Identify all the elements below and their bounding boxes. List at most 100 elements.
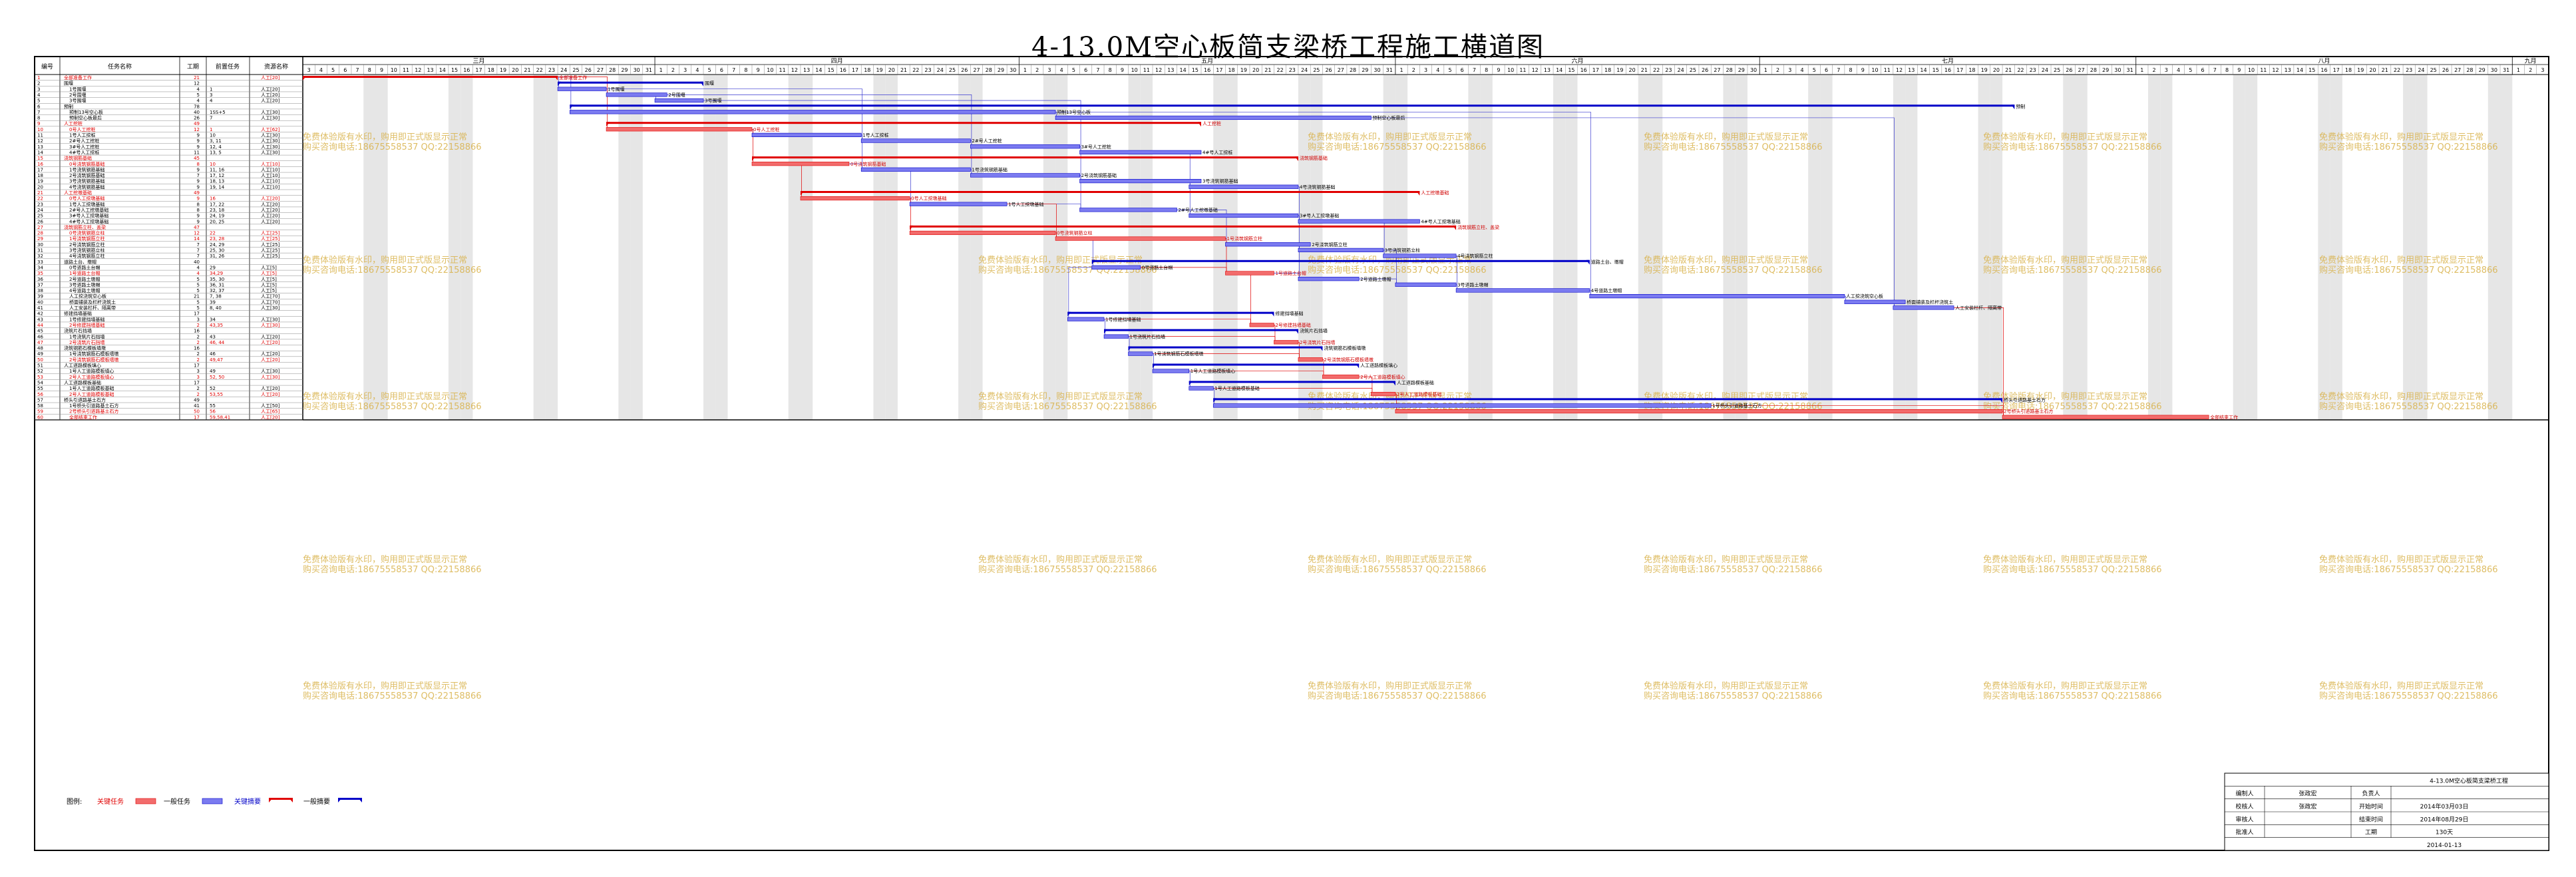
day-label: 11 [403,67,409,73]
cell-duration: 40 [194,260,200,265]
day-label: 5 [1813,67,1816,73]
cell-duration: 17 [194,311,200,317]
cell-duration: 41 [194,403,200,409]
day-label: 26 [961,67,968,73]
cell-name: 预制 [64,103,73,109]
bar-label: 人工挖桩 [1202,120,1221,126]
day-label: 7 [732,67,735,73]
cell-id: 31 [37,248,43,254]
day-label: 17 [2333,67,2340,73]
cell-duration: 8 [197,208,200,213]
day-label: 24 [1678,67,1684,73]
bar-label: 浇筑片石挡墙 [1300,328,1328,334]
cell-name: 全部准备工作 [64,75,92,81]
cell-duration: 2 [197,334,200,339]
cell-id: 40 [37,299,43,305]
cell-name: 4号浇筑钢筋基础 [69,184,104,190]
weekend-column [1310,75,1323,420]
day-label: 15 [1568,67,1574,73]
bar-label: 2号修建挡墙基础 [1275,322,1310,328]
day-label: 28 [2466,67,2473,73]
task-bar [751,132,862,138]
task-bar [800,196,910,201]
day-label: 3 [1424,67,1427,73]
cell-id: 24 [37,208,43,213]
bar-label: 1号人工挖墩基础 [1008,201,1043,207]
weekend-column [1213,75,1226,420]
watermark-line: 免费体验版有水印，购用即正式版显示正常 [2319,255,2484,265]
task-bar [970,173,1080,178]
watermark-line: 购买咨询电话:18675558537 QQ:22158866 [1308,265,1487,275]
watermark-line: 免费体验版有水印，购用即正式版显示正常 [303,554,467,565]
summary-end-cap [1270,311,1274,317]
column-header: 前置任务 [216,63,240,71]
cell-name: 1号浇筑钢筋立柱 [69,236,104,242]
weekend-column [1820,75,1833,420]
day-label: 2 [1412,67,1415,73]
task-bar [909,230,1056,236]
bar-label: 道路土台、墩帽 [1591,259,1624,265]
weekend-column [1735,75,1748,420]
weekend-column [1055,75,1068,420]
cell-predecessor: 59,58,41 [210,415,230,420]
cell-name: 3号浇筑钢筋基础 [69,178,104,184]
day-label: 8 [368,67,371,73]
watermark-line: 免费体验版有水印，购用即正式版显示正常 [1983,255,2147,265]
watermark-line: 免费体验版有水印，购用即正式版显示正常 [1983,391,2147,402]
watermark-line: 购买咨询电话:18675558537 QQ:22158866 [1983,564,2162,575]
cell-id: 23 [37,202,43,207]
summary-end-cap [1999,398,2003,403]
task-bar [606,127,753,132]
cell-predecessor: 4 [210,98,213,104]
day-label: 4 [1436,67,1439,73]
cell-id: 30 [37,242,43,248]
cell-id: 6 [37,104,41,109]
cell-predecessor: 34,29 [210,271,223,276]
day-label: 19 [1981,67,1988,73]
day-label: 23 [548,67,555,73]
cell-resource: 人工[25] [261,248,280,254]
cell-id: 52 [37,369,43,374]
bar-label: 桥头引道路基土石方 [2004,397,2046,403]
cell-name: 1号浇筑钢筋基础 [69,166,104,172]
cell-resource: 人工[10] [261,167,280,172]
weekend-column [2160,75,2173,420]
day-label: 18 [864,67,870,73]
weekend-column [1638,75,1650,420]
dependency-line [558,77,608,128]
cell-duration: 2 [197,323,200,328]
month-label: 六月 [1572,57,1584,65]
watermark-line: 免费体验版有水印，购用即正式版显示正常 [2319,681,2484,691]
cell-resource: 人工[20] [261,196,280,202]
day-label: 21 [1264,67,1271,73]
cell-name: 1号修建挡墙基础 [69,316,104,322]
day-label: 28 [2090,67,2097,73]
cell-name: 人工挖浇筑空心板 [69,293,106,299]
day-label: 11 [779,67,786,73]
day-label: 7 [1837,67,1840,73]
day-label: 22 [1653,67,1660,73]
cell-name: 4号浇筑钢筋立柱 [69,253,104,259]
day-label: 1 [2140,67,2143,73]
cell-name: 浇筑钢筋石模板墙墩 [64,345,106,351]
column-header: 资源名称 [264,63,288,71]
weekend-column [958,75,971,420]
dependency-line [1322,359,1324,375]
cell-resource: 人工[20] [261,351,280,357]
watermark-line: 免费体验版有水印，购用即正式版显示正常 [1644,255,1808,265]
day-label: 8 [2225,67,2229,73]
day-label: 19 [1616,67,1623,73]
cell-name: 1号人工挖桩 [69,132,95,138]
watermark-line: 免费体验版有水印，购用即正式版显示正常 [1644,681,1808,691]
day-label: 7 [356,67,359,73]
day-label: 14 [815,67,822,73]
day-label: 25 [1690,67,1696,73]
cell-duration: 4 [197,98,200,104]
cell-resource: 人工[20] [261,219,280,224]
day-label: 4 [319,67,323,73]
task-bar [1152,369,1190,373]
cell-duration: 16 [194,329,200,334]
bar-label: 0号人工挖桩 [753,126,779,132]
watermark-line: 购买咨询电话:18675558537 QQ:22158866 [303,265,482,275]
cell-duration: 5 [197,288,200,293]
